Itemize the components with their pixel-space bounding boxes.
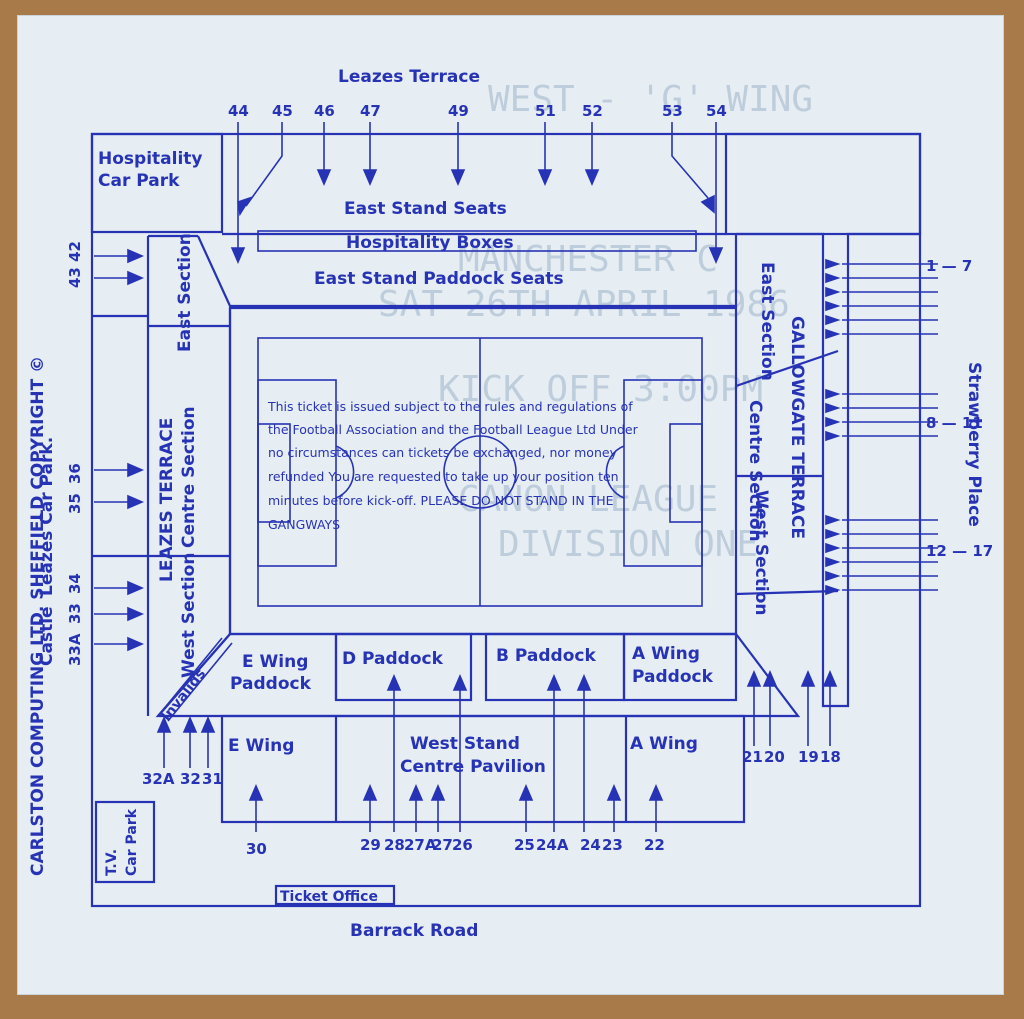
gallowgate-terrace-label: GALLOWGATE TERRACE	[787, 316, 807, 539]
e-wing-label: E Wing	[228, 736, 294, 756]
hospitality-boxes-label: Hospitality Boxes	[346, 233, 514, 253]
leazes-centre-section-label: Centre Section	[179, 406, 199, 548]
pitch	[257, 337, 703, 607]
gate-18: 18	[820, 748, 841, 766]
east-gate-arrows	[825, 258, 938, 596]
gate-28: 28	[384, 836, 405, 854]
gate-54: 54	[706, 102, 727, 120]
gallowgate-east-section-label: East Section	[757, 262, 777, 381]
gate-20: 20	[764, 748, 785, 766]
west-stand-label-1: West Stand	[410, 734, 520, 754]
printer-side-text: CARLSTON COMPUTING LTD. SHEFFIELD COPYRI…	[28, 356, 48, 876]
north-gate-arrows	[230, 122, 724, 265]
notice-line-4: refunded You are requested to take up yo…	[268, 469, 619, 484]
gate-34: 34	[66, 573, 84, 594]
gallowgate-west-section-label: West Section	[751, 490, 771, 615]
gate-1-7-top: 1 — 7	[926, 257, 972, 275]
tv-car-park-label-1: T.V.	[104, 849, 120, 876]
street-west-2: Leazes Car Park.	[37, 437, 57, 596]
gate-21: 21	[742, 748, 763, 766]
gate-23: 23	[602, 836, 623, 854]
street-south: Barrack Road	[350, 921, 478, 941]
d-paddock-label: D Paddock	[342, 649, 444, 669]
street-north: Leazes Terrace	[338, 67, 480, 87]
gate-25: 25	[514, 836, 535, 854]
east-stand-paddock-label: East Stand Paddock Seats	[314, 269, 564, 289]
ticket-notice: This ticket is issued subject to the rul…	[267, 399, 639, 532]
notice-line-1: This ticket is issued subject to the rul…	[267, 399, 633, 414]
match-ticket: WEST - 'G' WING MANCHESTER C SAT 26TH AP…	[18, 16, 1003, 994]
ticket-office-label: Ticket Office	[280, 889, 378, 905]
e-wing-paddock-label-1: E Wing	[242, 652, 308, 672]
faded-line-2: MANCHESTER C	[458, 239, 718, 280]
west-gate-arrows	[94, 248, 145, 652]
a-wing-paddock-label-1: A Wing	[632, 644, 700, 664]
gate-27: 27	[432, 836, 453, 854]
a-wing-label: A Wing	[630, 734, 698, 754]
gate-53: 53	[662, 102, 683, 120]
notice-line-2: the Football Association and the Footbal…	[268, 422, 639, 437]
gate-29: 29	[360, 836, 381, 854]
ticket-office-box	[274, 884, 396, 906]
gate-43-42: 43 42	[66, 241, 84, 288]
gate-32a: 32A	[142, 770, 175, 788]
b-paddock-label: B Paddock	[496, 646, 596, 666]
leazes-east-section-label: East Section	[175, 233, 195, 352]
west-stand-label-2: Centre Pavilion	[400, 757, 546, 777]
faded-line-5: CANON LEAGUE	[458, 479, 718, 520]
faded-line-3: SAT 26TH APRIL 1986	[378, 284, 790, 325]
tv-car-park-box	[94, 800, 156, 884]
hospitality-boxes-box	[257, 230, 697, 252]
gate-33a: 33A	[66, 633, 84, 666]
hospitality-car-park-label-1: Hospitality	[98, 149, 202, 169]
gate-30: 30	[246, 840, 267, 858]
south-gate-arrows	[156, 673, 664, 832]
gate-47: 47	[360, 102, 381, 120]
notice-line-6: GANGWAYS	[268, 517, 340, 532]
hospitality-car-park-label-2: Car Park	[98, 171, 180, 191]
leazes-west-section-label: West Section	[179, 553, 199, 678]
gate-24a: 24A	[536, 836, 569, 854]
stadium-map: WEST - 'G' WING MANCHESTER C SAT 26TH AP…	[28, 67, 993, 941]
street-west-1: Castle	[37, 606, 57, 666]
gate-36: 36	[66, 463, 84, 484]
gate-24: 24	[580, 836, 601, 854]
gate-27a: 27A	[404, 836, 437, 854]
gate-35: 35	[66, 493, 84, 514]
notice-line-3: no circumstances can tickets be exchange…	[268, 445, 618, 460]
hospitality-car-park-box	[90, 132, 224, 234]
gate-51: 51	[535, 102, 556, 120]
leazes-terrace-label: LEAZES TERRACE	[157, 418, 177, 582]
gate-26: 26	[452, 836, 473, 854]
gate-46: 46	[314, 102, 335, 120]
faded-line-4: KICK OFF 3:00PM	[438, 369, 763, 410]
gate-33: 33	[66, 603, 84, 624]
gate-32: 32	[180, 770, 201, 788]
e-wing-paddock-label-2: Paddock	[230, 674, 312, 694]
faded-line-6: DIVISION ONE	[498, 524, 758, 565]
gate-31: 31	[202, 770, 223, 788]
gate-8-11: 8 — 11	[926, 414, 983, 432]
street-east: Strawberry Place	[964, 362, 984, 527]
gate-22: 22	[644, 836, 665, 854]
gallowgate-centre-section-label: Centre Section	[745, 400, 765, 542]
gate-44: 44	[228, 102, 249, 120]
a-wing-paddock-label-2: Paddock	[632, 667, 714, 687]
gate-12-17: 12 — 17	[926, 542, 993, 560]
faded-ticket-print: WEST - 'G' WING MANCHESTER C SAT 26TH AP…	[378, 79, 813, 565]
gate-45: 45	[272, 102, 293, 120]
gate-52: 52	[582, 102, 603, 120]
gate-19: 19	[798, 748, 819, 766]
faded-line-1: WEST - 'G' WING	[488, 79, 813, 120]
gate-49: 49	[448, 102, 469, 120]
tv-car-park-label-2: Car Park	[124, 808, 140, 876]
south-east-gate-arrows	[746, 669, 838, 746]
east-stand-seats-label: East Stand Seats	[344, 199, 507, 219]
notice-line-5: minutes before kick-off. PLEASE DO NOT S…	[268, 493, 614, 508]
